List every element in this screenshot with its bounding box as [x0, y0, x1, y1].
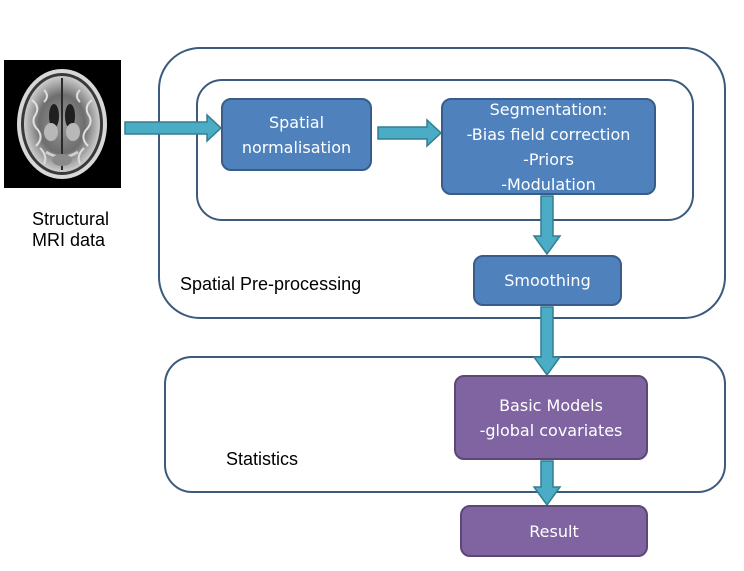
input-label-line: Structural: [32, 209, 110, 229]
arrow-normalisation-to-segmentation: [377, 118, 443, 148]
statistics-group: [164, 356, 726, 493]
segmentation-step: Segmentation: -Bias field correction -Pr…: [441, 98, 656, 195]
step-text-line: Segmentation:: [489, 99, 608, 119]
step-text-line: -Priors: [523, 149, 574, 169]
smoothing-step: Smoothing: [473, 255, 622, 306]
arrow-mri-to-normalisation: [124, 113, 223, 143]
step-text-line: -global covariates: [479, 420, 623, 440]
step-text-line: Basic Models: [499, 395, 603, 415]
arrow-segmentation-to-smoothing: [532, 195, 562, 256]
step-text-line: -Modulation: [501, 174, 596, 194]
normalisation-segmentation-group: [196, 79, 694, 221]
step-text-line: normalisation: [241, 137, 352, 157]
spatial-preprocessing-group: [158, 47, 726, 319]
arrow-basic-models-to-result: [532, 460, 562, 507]
basic-models-step: Basic Models -global covariates: [454, 375, 648, 460]
input-label: Structural MRI data: [32, 209, 109, 251]
result-step: Result: [460, 505, 648, 557]
step-text-line: Result: [529, 521, 579, 541]
step-text-line: Smoothing: [504, 271, 591, 290]
statistics-group-label: Statistics: [226, 449, 299, 469]
input-label-line: MRI data: [32, 230, 106, 250]
preprocessing-group-label: Spatial Pre-processing: [180, 274, 362, 294]
mri-brain-image: [4, 60, 121, 188]
arrow-smoothing-to-basic-models: [532, 306, 562, 377]
step-text-line: Spatial: [268, 112, 325, 132]
step-text-line: -Bias field correction: [466, 124, 631, 144]
spatial-normalisation-step: Spatial normalisation: [221, 98, 372, 171]
